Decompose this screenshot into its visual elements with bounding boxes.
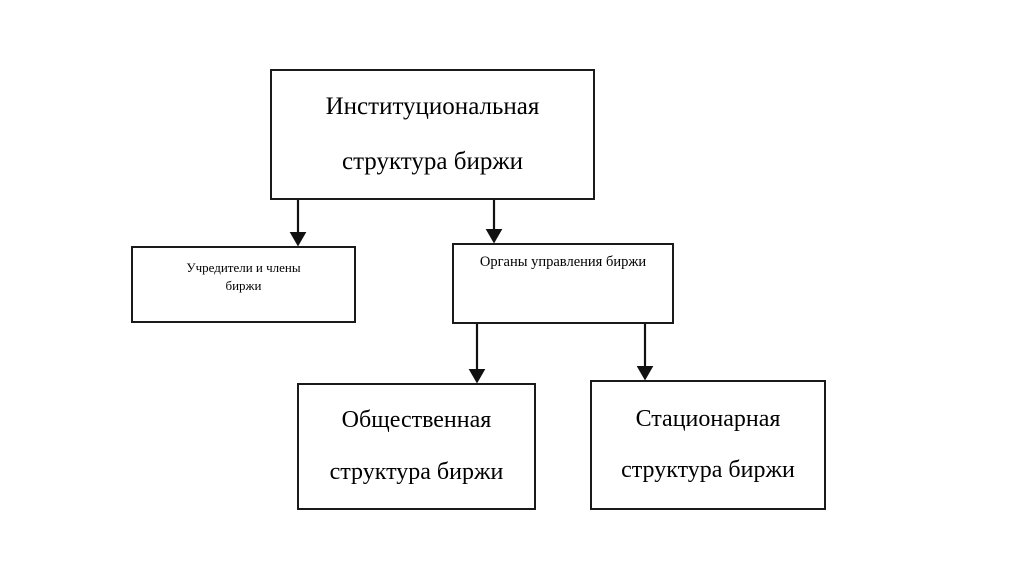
node-stationary-line-1: Стационарная (635, 405, 781, 432)
node-public-line-2: структура биржи (329, 458, 504, 485)
node-stationary-line-2: структура биржи (621, 457, 795, 483)
node-institutional-structure[interactable]: Институциональная структура биржи (270, 69, 595, 200)
node-root-line-1: Институциональная (325, 93, 540, 121)
node-founders-line-1: Учредители и члены (186, 260, 301, 275)
node-public-line-1: Общественная (341, 407, 492, 434)
node-root-line-2: структура биржи (341, 147, 523, 175)
node-stationary-structure[interactable]: Стационарная структура биржи (590, 380, 826, 510)
node-founders-and-members[interactable]: Учредители и члены биржи (131, 246, 356, 323)
node-founders-line-2: биржи (225, 277, 262, 293)
node-public-structure[interactable]: Общественная структура биржи (297, 383, 536, 510)
node-governance-line-1: Органы управления биржи (479, 254, 647, 270)
node-governance-bodies[interactable]: Органы управления биржи (452, 243, 674, 324)
